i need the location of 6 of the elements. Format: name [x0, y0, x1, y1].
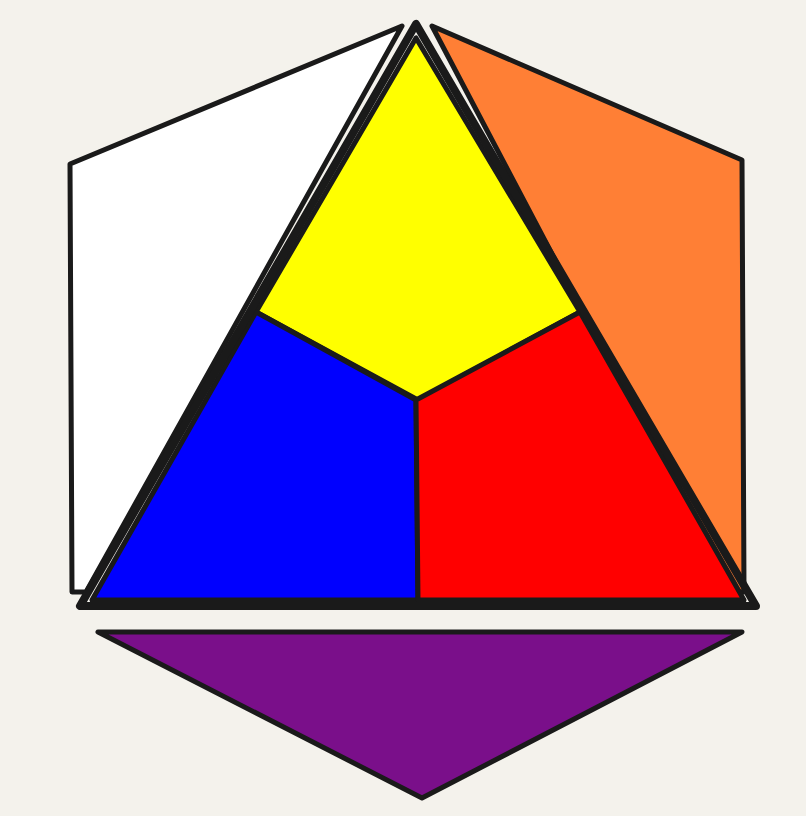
color-segment	[95, 629, 745, 801]
color-segment	[429, 23, 747, 595]
color-segment	[413, 309, 747, 603]
color-segment	[67, 23, 405, 595]
color-segment	[253, 35, 583, 403]
color-segment	[89, 309, 421, 603]
